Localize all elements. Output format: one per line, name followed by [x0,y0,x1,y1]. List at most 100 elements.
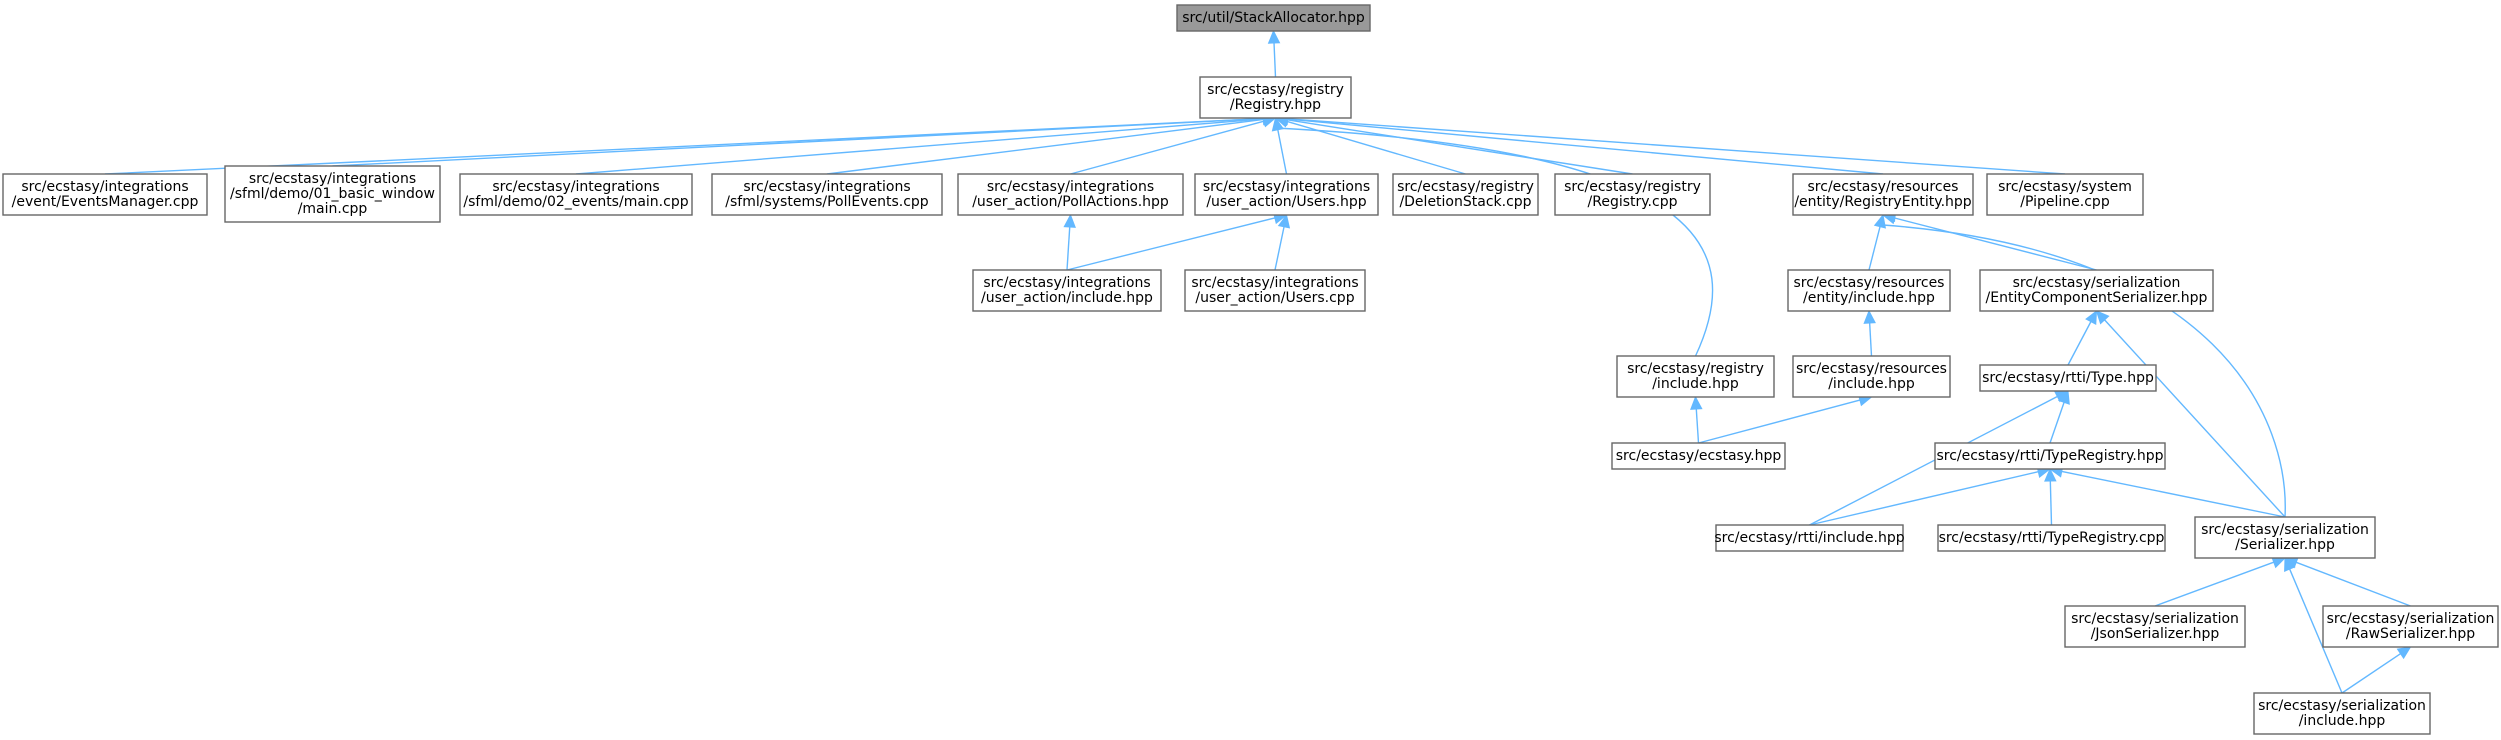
node-label-line: /main.cpp [298,201,368,217]
edge-registry_entity-to-registry_hpp [1287,118,1884,175]
node-label-line: src/ecstasy/resources [1796,361,1947,377]
node-label-line: src/ecstasy/rtti/TypeRegistry.cpp [1939,530,2165,546]
node-box [711,173,943,216]
node-sfml-demo01[interactable]: src/ecstasy/integrations/sfml/demo/01_ba… [224,165,441,223]
edge-ecs_serializer-to-registry_entity [1894,217,2097,271]
edge-sfml_demo01-to-registry_hpp [332,117,1264,167]
node-label-line: /include.hpp [1828,376,1915,392]
node-box [2,173,208,216]
node-rtti-include[interactable]: src/ecstasy/rtti/include.hpp [1714,524,1905,552]
node-deletion-stack[interactable]: src/ecstasy/registry/DeletionStack.cpp [1392,173,1539,216]
node-serializer-hpp[interactable]: src/ecstasy/serialization/Serializer.hpp [2194,516,2376,559]
node-rtti-type[interactable]: src/ecstasy/rtti/Type.hpp [1979,364,2157,392]
node-label-line: /user_action/include.hpp [981,290,1153,306]
node-raw-serializer[interactable]: src/ecstasy/serialization/RawSerializer.… [2322,605,2499,648]
edge-registry_hpp-to-stack_allocator [1273,42,1277,78]
node-label-line: /entity/include.hpp [1803,290,1935,306]
edge-rtti_include-to-type_registry_hpp [1809,471,2039,526]
node-box [1184,269,1366,312]
node-box [1986,173,2144,216]
arrowhead-rtti_type-to-ecs_serializer [2085,309,2098,325]
node-box [2064,605,2246,648]
node-ecstasy-hpp[interactable]: src/ecstasy/ecstasy.hpp [1611,442,1786,470]
node-pipeline-cpp[interactable]: src/ecstasy/system/Pipeline.cpp [1986,173,2144,216]
node-label-line: /Serializer.hpp [2235,537,2335,553]
edge-serializer_hpp-to-type_registry_hpp [2061,470,2286,518]
node-box [459,173,693,216]
node-type-registry-cpp[interactable]: src/ecstasy/rtti/TypeRegistry.cpp [1937,524,2166,552]
edge-raw_serializer-to-serializer_hpp [2295,561,2411,607]
edge-sfml_pollevents-to-registry_hpp [826,118,1264,175]
arrowhead-ua_include-to-ua_pollactions [1063,213,1076,228]
node-label-line: src/ecstasy/serialization [2013,275,2181,291]
arrowhead-ecstasy_hpp-to-registry_include [1690,395,1703,410]
node-registry-hpp[interactable]: src/ecstasy/registry/Registry.hpp [1199,76,1352,119]
node-label-line: /user_action/PollActions.hpp [972,194,1169,210]
nodes-layer: src/util/StackAllocator.hpp src/ecstasy/r… [2,4,2499,735]
node-stack-allocator[interactable]: src/util/StackAllocator.hpp [1176,4,1371,32]
node-ua-pollactions[interactable]: src/ecstasy/integrations/user_action/Pol… [957,173,1184,216]
node-label-line: src/ecstasy/integrations [983,275,1150,291]
node-label-line: /event/EventsManager.cpp [12,194,199,210]
node-sfml-pollevents[interactable]: src/ecstasy/integrations/sfml/systems/Po… [711,173,943,216]
node-label-line: src/ecstasy/integrations [1203,179,1370,195]
node-serialization-include[interactable]: src/ecstasy/serialization/include.hpp [2253,692,2431,735]
arrowhead-ua_users_cpp-to-ua_users_hpp [1277,213,1291,229]
node-registry-include[interactable]: src/ecstasy/registry/include.hpp [1616,355,1775,398]
node-box [1979,364,2157,392]
node-box [1787,269,1951,312]
edge-serializer_hpp-to-registry_entity [1882,224,2286,518]
edge-rtti_type-to-ecs_serializer [2067,321,2092,366]
edges-layer [104,29,2412,694]
node-label-line: src/ecstasy/integrations [1191,275,1358,291]
arrowhead-resources_include-to-entity_include [1863,309,1876,324]
node-label-line: src/ecstasy/serialization [2201,522,2369,538]
node-sfml-demo02[interactable]: src/ecstasy/integrations/sfml/demo/02_ev… [459,173,693,216]
node-label-line: /sfml/demo/01_basic_window [230,186,435,202]
node-resources-include[interactable]: src/ecstasy/resources/include.hpp [1792,355,1951,398]
node-label-line: /Registry.hpp [1230,97,1321,113]
edge-serializer_hpp-to-ecs_serializer [2104,319,2286,518]
edge-ua_include-to-ua_pollactions [1066,226,1071,271]
node-label-line: src/ecstasy/ecstasy.hpp [1616,448,1782,464]
node-events-manager[interactable]: src/ecstasy/integrations/event/EventsMan… [2,173,208,216]
node-label-line: src/ecstasy/registry [1397,179,1534,195]
node-box [1792,173,1974,216]
edge-serialization_include-to-serializer_hpp [2289,568,2343,694]
node-label-line: src/ecstasy/system [1998,179,2132,195]
node-label-line: /DeletionStack.cpp [1399,194,1531,210]
node-box [1792,355,1951,398]
node-ua-users-cpp[interactable]: src/ecstasy/integrations/user_action/Use… [1184,269,1366,312]
node-ua-users-hpp[interactable]: src/ecstasy/integrations/user_action/Use… [1194,173,1379,216]
node-box [1194,173,1379,216]
node-label-line: src/ecstasy/rtti/Type.hpp [1982,370,2154,386]
edge-ecstasy_hpp-to-registry_include [1695,408,1700,444]
node-type-registry-hpp[interactable]: src/ecstasy/rtti/TypeRegistry.hpp [1934,442,2166,470]
edge-resources_include-to-entity_include [1868,322,1873,357]
node-label-line: /include.hpp [2299,713,2386,729]
node-label-line: /RawSerializer.hpp [2346,626,2475,642]
node-box [1199,76,1352,119]
node-box [1937,524,2166,552]
node-box [1554,173,1711,216]
edge-registry_cpp-to-registry_hpp [1287,119,1633,175]
node-box [1176,4,1371,32]
node-registry-entity[interactable]: src/ecstasy/resources/entity/RegistryEnt… [1792,173,1974,216]
node-box [1611,442,1786,470]
edge-pipeline_cpp-to-registry_hpp [1287,118,2066,175]
node-label-line: /include.hpp [1652,376,1739,392]
node-label-line: src/ecstasy/rtti/TypeRegistry.hpp [1936,448,2163,464]
node-ecs-serializer[interactable]: src/ecstasy/serialization/EntityComponen… [1979,269,2214,312]
edge-ecstasy_hpp-to-resources_include [1698,399,1861,444]
node-json-serializer[interactable]: src/ecstasy/serialization/JsonSerializer… [2064,605,2246,648]
node-ua-include[interactable]: src/ecstasy/integrations/user_action/inc… [972,269,1162,312]
node-label-line: src/ecstasy/integrations [21,179,188,195]
edge-serialization_include-to-raw_serializer [2341,653,2401,694]
node-registry-cpp[interactable]: src/ecstasy/registry/Registry.cpp [1554,173,1711,216]
node-box [972,269,1162,312]
node-label-line: src/ecstasy/registry [1627,361,1764,377]
node-label-line: src/ecstasy/integrations [492,179,659,195]
node-entity-include[interactable]: src/ecstasy/resources/entity/include.hpp [1787,269,1951,312]
edge-ua_include-to-ua_users_hpp [1066,217,1276,271]
